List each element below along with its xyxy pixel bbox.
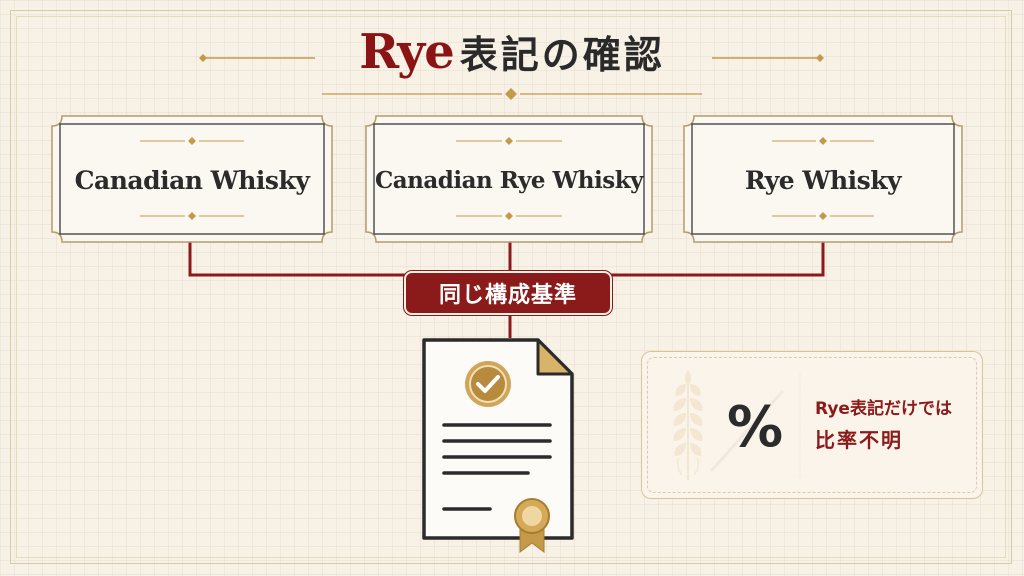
check-seal-icon (465, 361, 511, 407)
title-ja: 表記の確認 (459, 33, 665, 77)
label-box-frame-3 (683, 115, 963, 243)
title-ornament-left (199, 54, 315, 62)
certificate-document-icon (422, 338, 574, 553)
info-note-line2: 比率不明 (815, 428, 903, 452)
label-box-rye-whisky: Rye Whisky (744, 165, 902, 195)
percent-symbol: % (726, 394, 784, 460)
ribbon-award-icon (514, 498, 550, 553)
info-note: Rye表記だけでは 比率不明 (815, 395, 975, 457)
info-box (641, 351, 983, 499)
label-box-frame-2 (365, 115, 653, 243)
title-en: Rye (359, 24, 454, 80)
same-standard-tag: 同じ構成基準 (406, 273, 610, 313)
label-box-canadian-whisky: Canadian Whisky (74, 165, 310, 195)
label-box-canadian-rye-whisky: Canadian Rye Whisky (374, 166, 644, 194)
info-note-line1: Rye表記だけでは (815, 399, 952, 419)
title-underline (322, 88, 702, 100)
label-box-frame-1 (51, 115, 333, 243)
title-ornament-right (712, 54, 824, 62)
